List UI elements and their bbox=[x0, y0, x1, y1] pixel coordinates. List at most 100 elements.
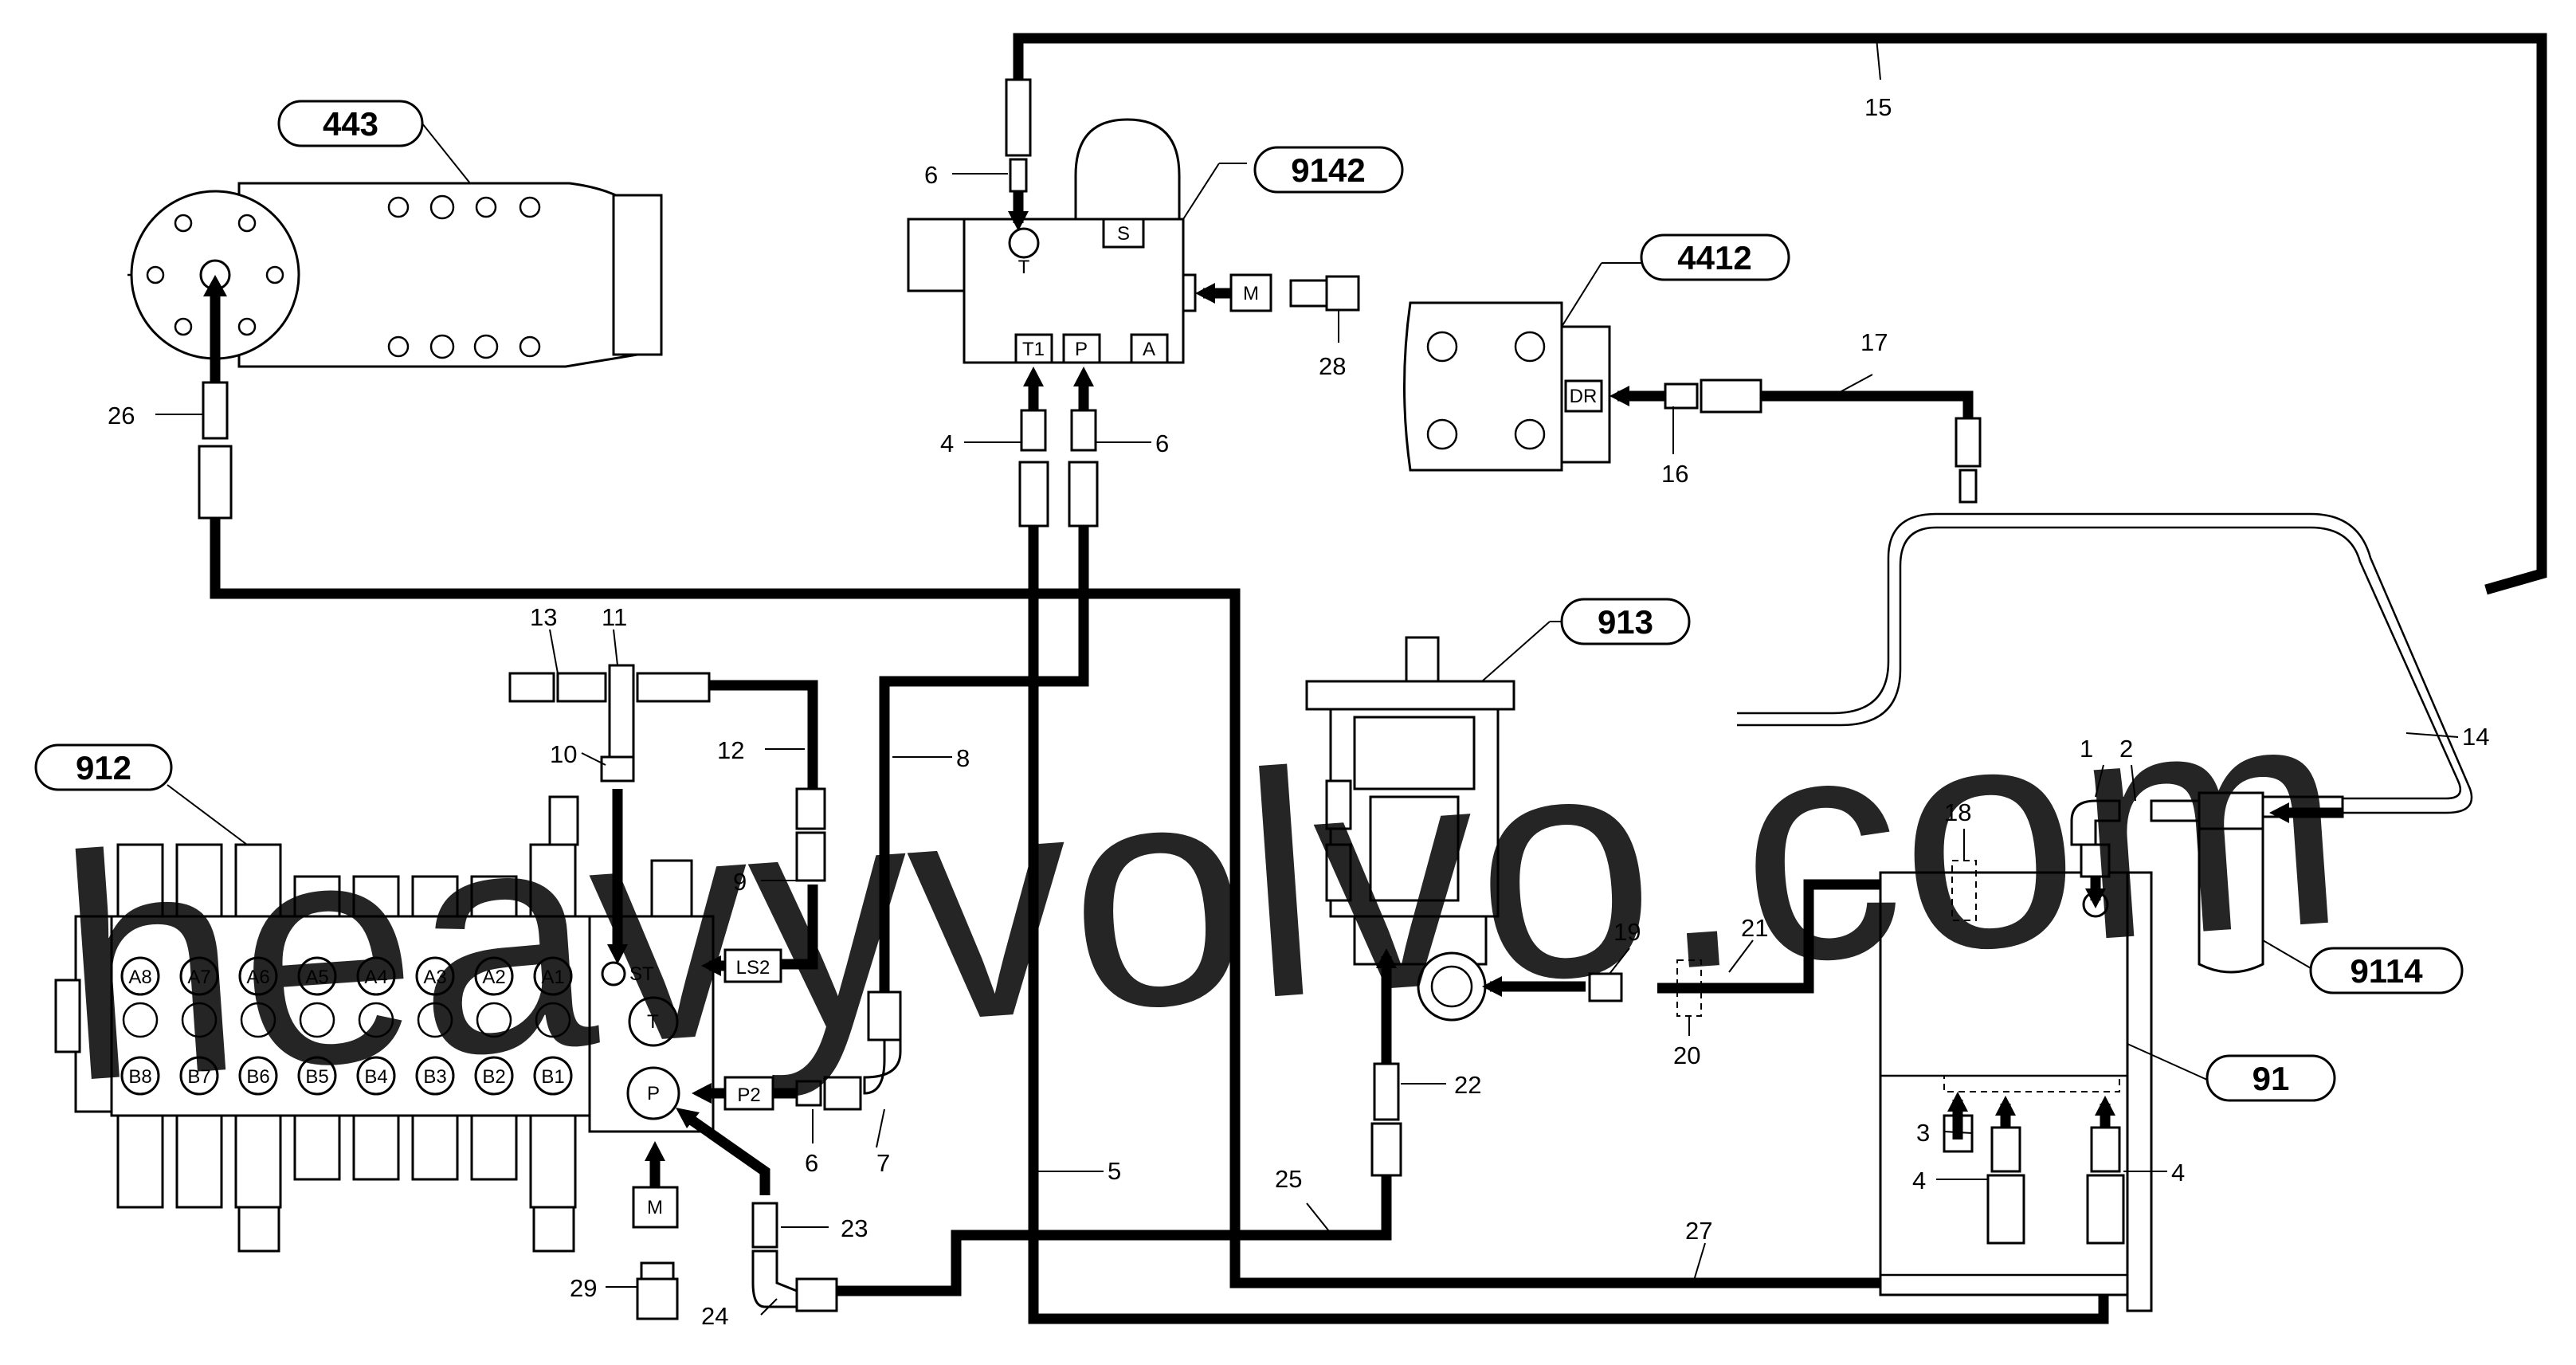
leader-lines bbox=[155, 37, 2459, 1316]
port-b8: B8 bbox=[128, 1066, 151, 1088]
callout-913: 913 bbox=[1598, 603, 1653, 641]
port-s: S bbox=[1117, 223, 1130, 245]
port-a7: A7 bbox=[187, 967, 210, 988]
port-a3: A3 bbox=[423, 967, 446, 988]
fittings-10-13 bbox=[508, 664, 826, 964]
port-b4: B4 bbox=[364, 1066, 387, 1088]
ref-4-tank-right: 4 bbox=[2171, 1159, 2185, 1187]
ref-4-tank-left: 4 bbox=[1912, 1167, 1926, 1194]
section-ports-b: B8 B7 B6 B5 B4 B3 B2 B1 bbox=[120, 1056, 573, 1096]
callout-4412: 4412 bbox=[1677, 239, 1751, 277]
hose-25 bbox=[837, 1171, 1392, 1296]
callout-4412-box bbox=[1640, 233, 1790, 281]
port-a6: A6 bbox=[246, 967, 269, 988]
steel-pipes bbox=[1737, 512, 2473, 814]
ref-2: 2 bbox=[2119, 735, 2133, 763]
component-912: A8 A7 A6 A5 A4 A3 A2 A1 B8 B7 B6 bbox=[54, 784, 902, 1320]
callout-9114: 9114 bbox=[2350, 952, 2423, 990]
ref-24: 24 bbox=[701, 1302, 728, 1330]
ref-15: 15 bbox=[1864, 93, 1892, 121]
ref-5: 5 bbox=[1108, 1157, 1121, 1185]
ref-9: 9 bbox=[733, 868, 747, 896]
hose-8 bbox=[879, 526, 1089, 996]
ref-11: 11 bbox=[602, 603, 627, 631]
port-ls2: LS2 bbox=[736, 957, 770, 979]
ref-23: 23 bbox=[841, 1214, 868, 1242]
port-a8: A8 bbox=[128, 967, 151, 988]
ref-6-bottom: 6 bbox=[805, 1149, 818, 1177]
port-b5: B5 bbox=[305, 1066, 328, 1088]
port-p2: P2 bbox=[737, 1085, 760, 1106]
section-middle bbox=[122, 1002, 571, 1038]
component-4412: DR bbox=[1403, 262, 1982, 504]
callout-913-box bbox=[1560, 598, 1691, 645]
ref-16: 16 bbox=[1661, 460, 1688, 488]
callout-912: 912 bbox=[76, 749, 131, 786]
pipe-upper bbox=[1737, 512, 2473, 814]
ref-13: 13 bbox=[530, 603, 557, 631]
hose-26 bbox=[210, 518, 2111, 1289]
callout-443-box bbox=[277, 100, 424, 147]
pipe-lower bbox=[1737, 526, 2462, 800]
callout-9114-box bbox=[2309, 947, 2464, 994]
ref-19: 19 bbox=[1613, 918, 1641, 946]
section-ports-a: A8 A7 A6 A5 A4 A3 A2 A1 bbox=[120, 956, 573, 996]
port-b7: B7 bbox=[187, 1066, 210, 1088]
port-p: P bbox=[1075, 339, 1088, 360]
ref-6-top: 6 bbox=[924, 161, 938, 189]
ref-25: 25 bbox=[1275, 1165, 1302, 1193]
component-9142: S T T1 P A M bbox=[907, 78, 1360, 528]
ref-17: 17 bbox=[1860, 328, 1888, 356]
ref-26: 26 bbox=[108, 402, 135, 430]
ref-27: 27 bbox=[1685, 1217, 1712, 1245]
ref-21: 21 bbox=[1741, 914, 1768, 942]
port-p-valve: P bbox=[647, 1083, 660, 1104]
hoses bbox=[210, 33, 2547, 1324]
ref-14: 14 bbox=[2462, 723, 2489, 751]
reference-numbers: 6 4 6 28 16 17 26 15 14 1 2 18 19 20 21 … bbox=[108, 93, 2489, 1330]
port-a5: A5 bbox=[305, 967, 328, 988]
ref-4-top: 4 bbox=[940, 430, 954, 457]
component-443 bbox=[127, 123, 663, 520]
ref-29: 29 bbox=[570, 1274, 597, 1302]
port-b6: B6 bbox=[246, 1066, 269, 1088]
port-t1: T1 bbox=[1022, 339, 1045, 360]
callouts: 443 9142 4412 913 912 9114 91 bbox=[34, 100, 2464, 1102]
ref-12: 12 bbox=[717, 736, 744, 764]
component-91-tank bbox=[1879, 860, 2208, 1312]
port-b2: B2 bbox=[482, 1066, 505, 1088]
port-t-valve: T bbox=[647, 1011, 659, 1033]
port-t-top: T bbox=[1018, 257, 1030, 278]
ref-22: 22 bbox=[1454, 1071, 1481, 1099]
hose-17 bbox=[1761, 390, 1974, 422]
ref-18: 18 bbox=[1944, 798, 1971, 826]
ref-6-right: 6 bbox=[1155, 430, 1169, 457]
hose-15 bbox=[1013, 33, 2547, 595]
ref-3: 3 bbox=[1916, 1119, 1930, 1147]
port-b3: B3 bbox=[423, 1066, 446, 1088]
callout-912-box bbox=[34, 743, 173, 791]
callout-91: 91 bbox=[2253, 1060, 2290, 1097]
callout-9142-box bbox=[1253, 146, 1404, 194]
ref-8: 8 bbox=[956, 744, 970, 772]
callout-443: 443 bbox=[323, 105, 378, 143]
ref-7: 7 bbox=[876, 1149, 890, 1177]
ref-1: 1 bbox=[2080, 735, 2093, 763]
port-a1: A1 bbox=[541, 967, 564, 988]
ref-10: 10 bbox=[550, 740, 577, 768]
callout-91-box bbox=[2205, 1054, 2336, 1102]
port-dr: DR bbox=[1570, 386, 1598, 407]
port-a: A bbox=[1143, 339, 1155, 360]
hose-12 bbox=[709, 680, 818, 789]
component-9114-filter bbox=[2070, 791, 2344, 974]
port-m-bottom: M bbox=[647, 1197, 663, 1218]
ref-20: 20 bbox=[1673, 1041, 1700, 1069]
port-a4: A4 bbox=[364, 967, 387, 988]
port-b1: B1 bbox=[541, 1066, 564, 1088]
port-a2: A2 bbox=[482, 967, 505, 988]
callout-9142: 9142 bbox=[1291, 151, 1365, 189]
port-st: ST bbox=[629, 963, 654, 985]
ref-28: 28 bbox=[1319, 352, 1346, 380]
hose-21 bbox=[1657, 879, 1928, 994]
